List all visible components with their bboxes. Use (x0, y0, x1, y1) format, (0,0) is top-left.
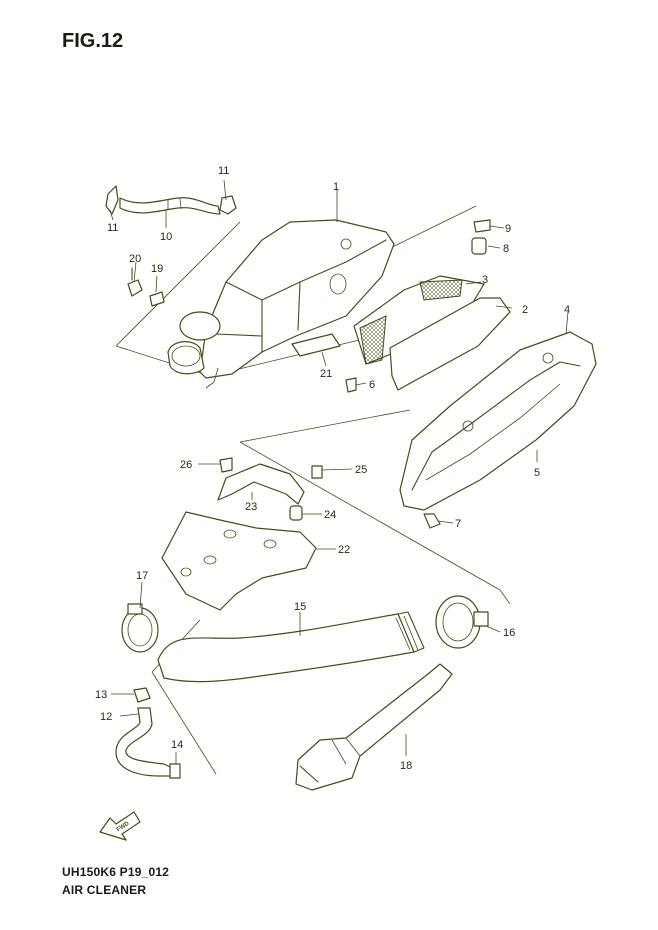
hose-clip-part[interactable] (133, 687, 151, 703)
callout-5: 5 (534, 467, 540, 479)
hose-clip-part[interactable] (169, 763, 181, 779)
callout-1: 1 (333, 181, 339, 193)
callout-12: 12 (100, 711, 112, 723)
callout-17: 17 (136, 570, 148, 582)
plug-part[interactable] (471, 237, 487, 255)
callout-13: 13 (95, 689, 107, 701)
seal-part[interactable] (291, 333, 341, 357)
callout-15: 15 (294, 601, 306, 613)
bolt-part[interactable] (311, 465, 323, 479)
callout-25: 25 (355, 464, 367, 476)
callout-16: 16 (503, 627, 515, 639)
hose-clip-part[interactable] (219, 195, 237, 215)
callout-11-right: 11 (218, 165, 229, 177)
callout-3: 3 (482, 274, 488, 286)
callout-24: 24 (324, 509, 336, 521)
hose-clip-part[interactable] (105, 185, 119, 215)
callout-9: 9 (505, 223, 511, 235)
bolt-part[interactable] (127, 267, 143, 297)
screw-part[interactable] (423, 513, 441, 529)
intake-tube-part[interactable] (157, 611, 425, 683)
element-holder-part[interactable] (389, 297, 511, 391)
joint-plate-part[interactable] (161, 511, 317, 611)
callout-21: 21 (320, 368, 332, 380)
callout-14: 14 (171, 739, 183, 751)
callout-8: 8 (503, 243, 509, 255)
model-code: UH150K6 P19_012 (62, 865, 170, 879)
section-name: AIR CLEANER (62, 883, 147, 897)
hose-clamp-part[interactable] (121, 603, 159, 653)
callout-18: 18 (400, 760, 412, 772)
figure-title: FIG.12 (62, 30, 124, 52)
callout-26: 26 (180, 459, 192, 471)
air-cleaner-cover-part[interactable] (399, 331, 597, 511)
drain-hose-part[interactable] (115, 707, 173, 777)
callout-22: 22 (338, 544, 350, 556)
cap-part[interactable] (149, 291, 165, 307)
callout-11-left: 11 (107, 222, 118, 234)
callout-19: 19 (151, 263, 163, 275)
callout-4: 4 (564, 304, 570, 316)
callout-20: 20 (129, 253, 141, 265)
intake-duct-part[interactable] (295, 663, 453, 791)
air-cleaner-element-part[interactable] (353, 275, 485, 365)
callout-labels: 1 2 3 4 5 6 7 8 9 10 11 11 12 13 14 15 1… (95, 165, 570, 772)
air-cleaner-case-part[interactable] (167, 219, 395, 389)
callout-7: 7 (455, 518, 461, 530)
screw-part[interactable] (345, 377, 357, 393)
collar-part[interactable] (289, 505, 303, 521)
callout-2: 2 (522, 304, 528, 316)
breather-hose-part[interactable] (119, 197, 221, 215)
callout-6: 6 (369, 379, 375, 391)
callout-23: 23 (245, 501, 257, 513)
bracket-part[interactable] (217, 463, 305, 505)
clamp-part[interactable] (473, 219, 491, 233)
bolt-part[interactable] (219, 457, 233, 473)
forward-arrow-icon: FWD (99, 811, 141, 841)
hose-clamp-part[interactable] (435, 595, 489, 649)
leader-lines (109, 179, 569, 764)
callout-10: 10 (160, 231, 172, 243)
